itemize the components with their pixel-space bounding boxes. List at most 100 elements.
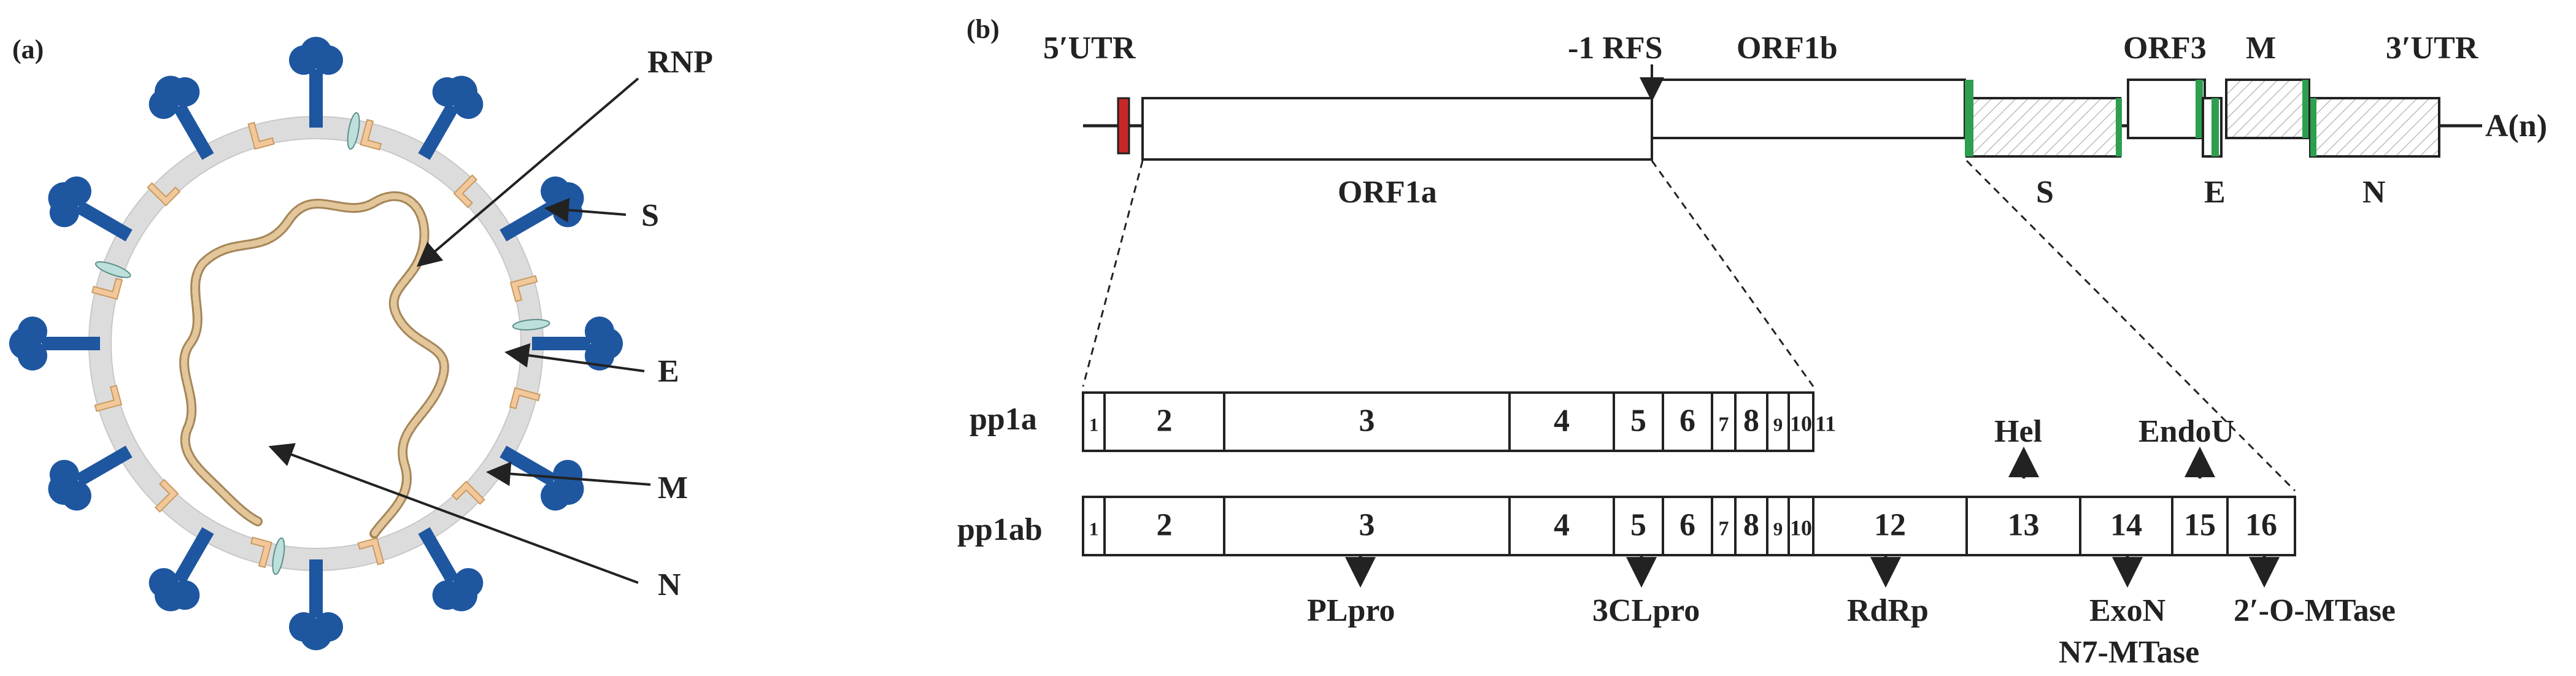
s-label: S: [641, 198, 659, 233]
pp1ab-row-segment-number: 8: [1743, 508, 1759, 543]
pp1ab-row-segment-number: 16: [2245, 508, 2277, 543]
orf3-label: ORF3: [2123, 31, 2207, 66]
pp1ab-row-segment: 10: [1787, 496, 1814, 556]
pp1ab-row-segment: 9: [1766, 496, 1790, 556]
pp1a-row-segment-number: 5: [1630, 404, 1646, 439]
pp1a-row-segment: 5: [1613, 391, 1664, 452]
zoom-line-left: [1082, 160, 1144, 387]
pp1ab-row-segment-number: 14: [2110, 508, 2142, 543]
pp1ab-row-segment: 7: [1711, 496, 1737, 556]
pp1a-row-segment: 3: [1223, 391, 1511, 452]
pp1a-row-segment: 6: [1662, 391, 1713, 452]
pp1ab-row-segment: 8: [1734, 496, 1768, 556]
spike-protein: [289, 37, 343, 128]
exon-label: ExoN: [2089, 593, 2165, 628]
pp1ab-row-segment-number: 5: [1630, 508, 1646, 543]
m-protein: [509, 387, 541, 410]
s-gene-box: [1965, 97, 2121, 158]
spike-protein: [9, 317, 100, 371]
pp1a-row-segment-number: 10: [1790, 412, 1812, 436]
junction-marker-orf3: [2196, 80, 2203, 138]
pp1a-row-segment: 4: [1508, 391, 1615, 452]
e-protein: [512, 318, 550, 331]
rnp-strand-fill: [181, 193, 447, 537]
n-label: N: [658, 567, 681, 602]
spike-protein: [148, 75, 214, 160]
s-gene-label: S: [2036, 175, 2054, 210]
pp1ab-row-segment-number: 10: [1790, 516, 1812, 540]
m-gene-label: M: [2246, 31, 2276, 66]
m-protein: [451, 480, 485, 505]
pp1ab-row-segment-number: 6: [1679, 508, 1695, 543]
pp1ab-row-segment: 12: [1812, 496, 1968, 556]
e-protein: [347, 112, 360, 150]
zoom-line-middle: [1651, 160, 1814, 387]
m-protein: [509, 275, 538, 302]
pp1ab-row-segment-number: 2: [1157, 508, 1173, 543]
pp1a-row-segment-number: 4: [1554, 404, 1570, 439]
pp1a-row-segment-number: 7: [1719, 413, 1729, 436]
panel-a-label: (a): [12, 34, 44, 64]
spike-protein: [148, 527, 214, 612]
pp1ab-label: pp1ab: [957, 512, 1043, 547]
pp1ab-row-segment: 6: [1662, 496, 1713, 556]
n-gene-label: N: [2362, 175, 2386, 210]
panel-b-label: (b): [966, 14, 1000, 44]
pp1a-row-segment-number: 8: [1743, 404, 1759, 439]
pp1ab-row-segment: 3: [1223, 496, 1511, 556]
m-label: M: [658, 471, 688, 505]
orf1a-label: ORF1a: [1338, 175, 1437, 210]
junction-marker-n: [2310, 98, 2316, 156]
e-proteins: [94, 112, 550, 575]
pp1ab-row-segment: 4: [1508, 496, 1615, 556]
orf1b-box: [1651, 79, 1966, 139]
spike-proteins: [9, 37, 623, 650]
endou-label: EndoU: [2138, 414, 2234, 449]
pp1a-label: pp1a: [970, 402, 1037, 437]
e-arrow: [504, 343, 645, 372]
m-protein: [154, 478, 179, 513]
spike-protein: [418, 527, 484, 612]
m-protein: [453, 174, 478, 209]
pp1ab-row-segment: 16: [2226, 496, 2296, 556]
pp1a-row-segment-number: 3: [1359, 404, 1375, 439]
m-protein: [94, 385, 123, 412]
junction-marker-m: [2302, 80, 2308, 138]
spike-protein: [532, 317, 623, 371]
pp1a-row-segment: 11: [1815, 412, 1836, 436]
pp1a-row-segment: 2: [1103, 391, 1225, 452]
pp1ab-row-segment-number: 4: [1554, 508, 1570, 543]
pp1a-row-segment-number: 11: [1815, 412, 1836, 436]
s-arrow: [544, 198, 627, 223]
m-protein: [357, 537, 385, 566]
rnp-label: RNP: [647, 45, 713, 80]
m-arrow: [486, 461, 651, 486]
pp1a-row-segment-number: 6: [1679, 404, 1695, 439]
m-protein: [247, 121, 275, 150]
utr3-label: 3′UTR: [2386, 31, 2479, 66]
m-protein: [250, 536, 272, 569]
3clpro-label: 3CLpro: [1592, 593, 1700, 628]
zoom-line-right: [1965, 159, 2296, 492]
utr5-label: 5′UTR: [1043, 31, 1136, 66]
pp1a-row-segment-number: 2: [1157, 404, 1173, 439]
utr5-marker: [1117, 97, 1130, 155]
spike-protein: [418, 75, 484, 160]
pp1ab-row-segment-number: 1: [1089, 518, 1099, 540]
spike-protein: [289, 559, 343, 650]
pp1ab-row-segment: 2: [1103, 496, 1225, 556]
orf1b-label: ORF1b: [1737, 31, 1838, 66]
spike-protein: [48, 445, 133, 511]
pp1a-row-segment-number: 9: [1773, 414, 1783, 436]
plpro-label: PLpro: [1307, 593, 1395, 628]
m-protein: [360, 118, 382, 151]
rdrp-label: RdRp: [1847, 593, 1929, 628]
junction-marker-s: [1965, 80, 1973, 156]
e-protein: [272, 537, 285, 575]
pp1ab-row-segment: 13: [1965, 496, 2081, 556]
polya-label: A(n): [2485, 109, 2547, 144]
pp1ab-row-segment-number: 15: [2184, 508, 2216, 543]
